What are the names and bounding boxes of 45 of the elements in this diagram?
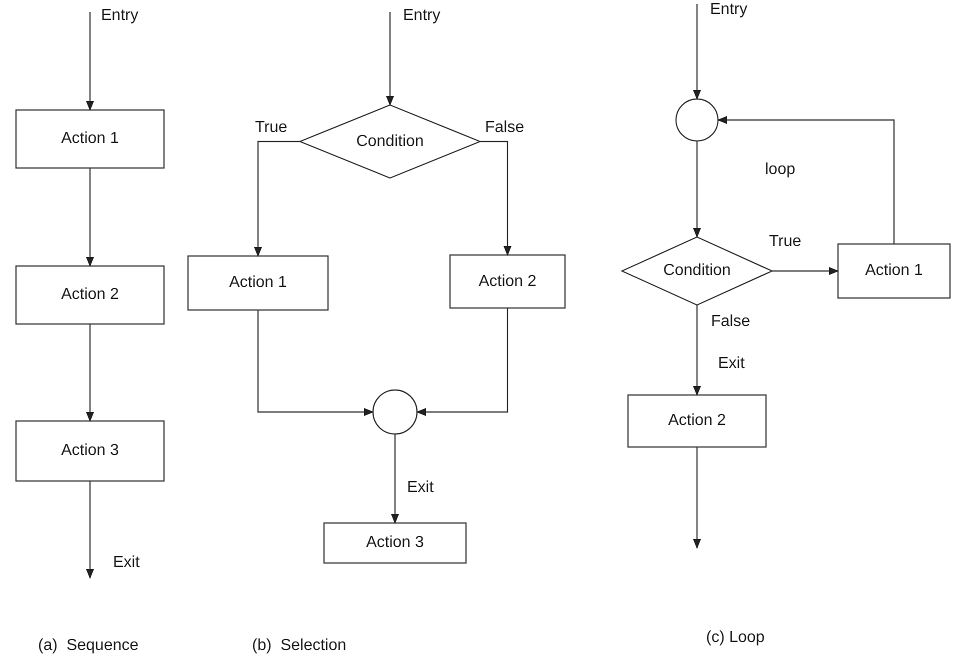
decision-diamond xyxy=(298,104,482,179)
process-box xyxy=(627,394,767,448)
edge-label: loop xyxy=(764,160,796,180)
process-box xyxy=(15,420,165,482)
node-label: Action 1 xyxy=(61,129,119,149)
arrow xyxy=(254,140,300,257)
arrow xyxy=(693,447,701,549)
node-label: Action 1 xyxy=(865,261,923,281)
arrow xyxy=(772,267,839,275)
arrow xyxy=(480,140,512,256)
arrow xyxy=(257,310,374,416)
node-label: Action 2 xyxy=(61,285,119,305)
node-label: Action 1 xyxy=(229,273,287,293)
node-label: Action 3 xyxy=(366,533,424,553)
caption: (b) Selection xyxy=(252,636,346,656)
arrow xyxy=(693,4,701,100)
caption: (c) Loop xyxy=(706,628,765,648)
arrow xyxy=(386,12,394,106)
node-label: Condition xyxy=(663,261,731,281)
process-box xyxy=(837,243,951,299)
node-label: Action 3 xyxy=(61,441,119,461)
arrow xyxy=(86,168,94,267)
edge-label: Entry xyxy=(402,6,442,26)
arrow xyxy=(693,305,701,396)
process-box xyxy=(187,255,329,311)
process-box xyxy=(323,522,467,564)
node-label: Action 2 xyxy=(478,272,536,292)
arrow xyxy=(86,324,94,422)
junction-circle xyxy=(675,98,719,142)
edge-label: Entry xyxy=(100,6,140,26)
junction-circle xyxy=(372,389,418,435)
node-label: Condition xyxy=(356,132,424,152)
node-label: Action 2 xyxy=(668,411,726,431)
process-box xyxy=(15,109,165,169)
arrow xyxy=(416,308,508,416)
edge-label: Entry xyxy=(709,0,748,20)
arrow xyxy=(391,434,399,524)
process-box xyxy=(449,254,566,309)
arrow xyxy=(86,481,94,579)
arrow xyxy=(693,141,701,238)
exit-label: Exit xyxy=(718,354,745,374)
caption: (a) Sequence xyxy=(38,636,139,656)
arrow xyxy=(717,116,895,244)
arrow xyxy=(86,12,94,111)
process-box xyxy=(15,265,165,325)
